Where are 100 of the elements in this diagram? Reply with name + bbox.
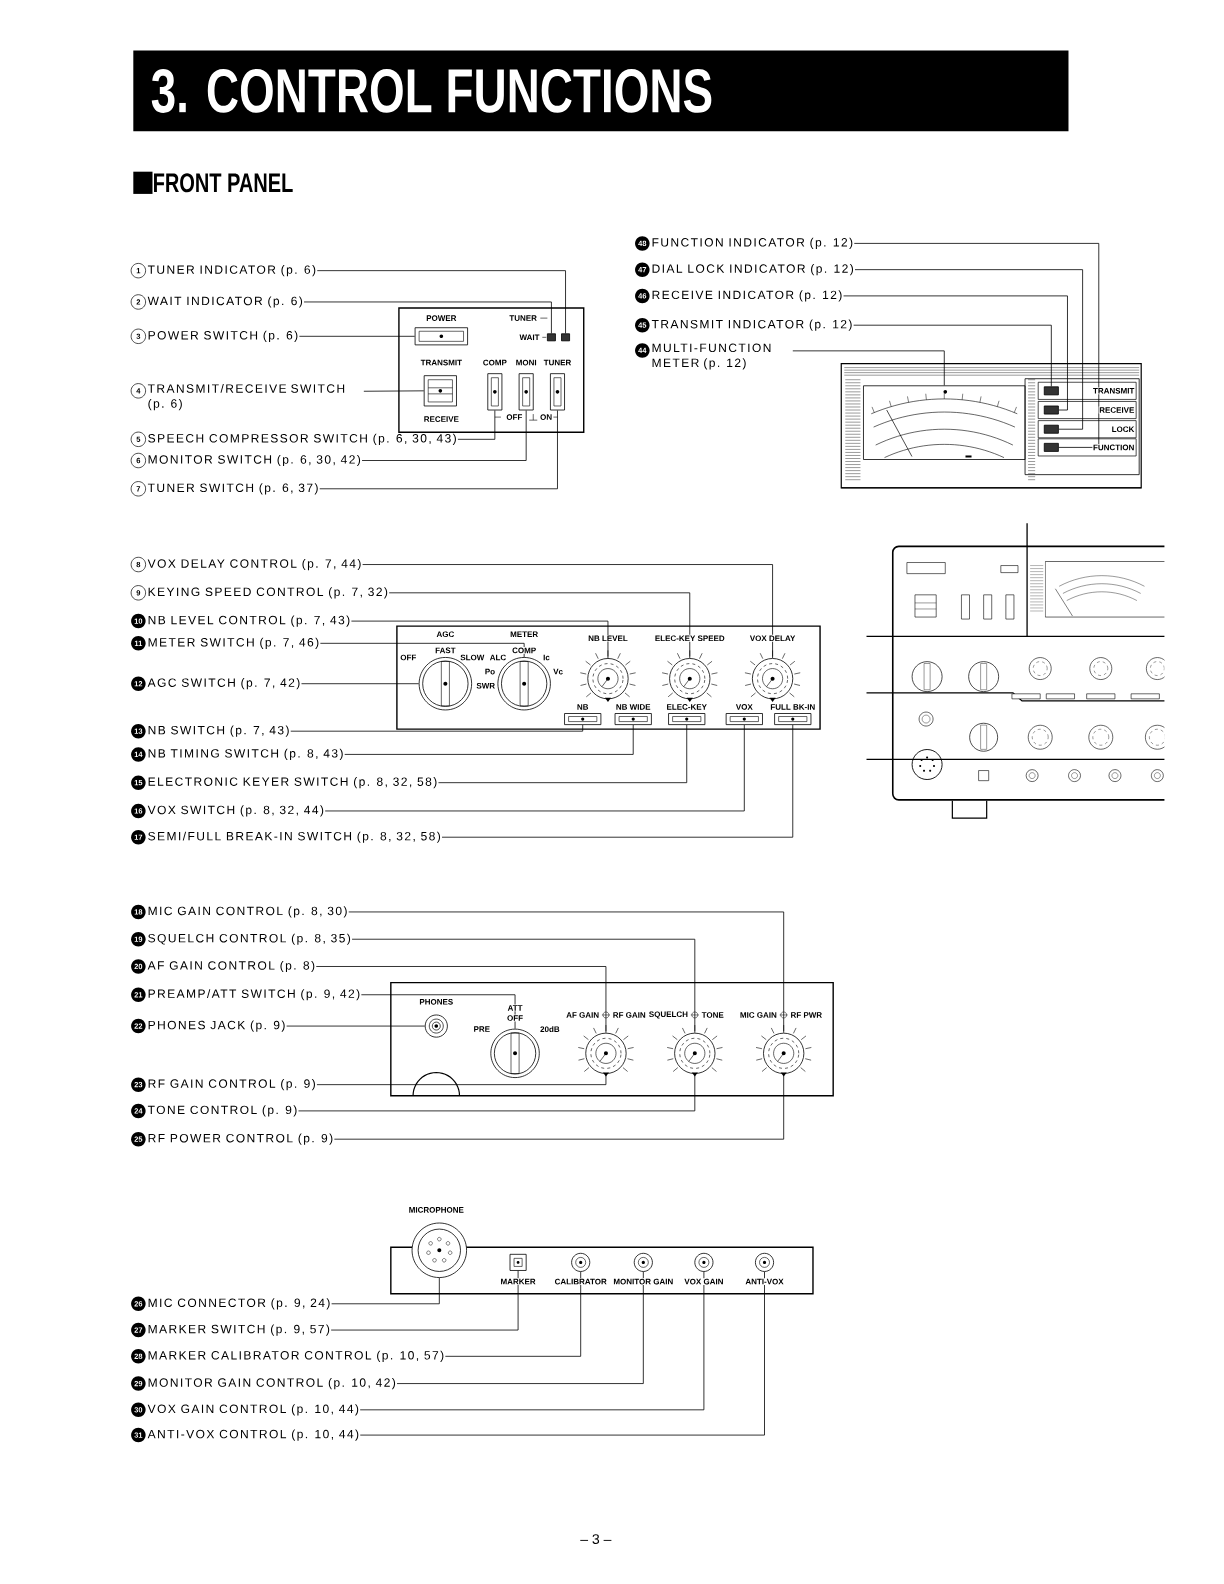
leader-line <box>843 295 1068 411</box>
callout-label: VOX GAIN CONTROL (p. 10, 44) <box>147 1404 359 1416</box>
panel-label: MARKER <box>499 1278 537 1285</box>
leader-line <box>298 335 416 337</box>
callout-label: PHONES JACK (p. 9) <box>148 1020 285 1032</box>
panel-label: MONI <box>515 359 538 366</box>
callout-label: DIAL LOCK INDICATOR (p. 12) <box>652 264 854 276</box>
callout-label: POWER SWITCH (p. 6) <box>148 330 298 342</box>
panel-label: TRANSMIT <box>1092 387 1135 395</box>
callout-label: MARKER CALIBRATOR CONTROL (p. 10, 57) <box>148 1350 444 1362</box>
callout-label: AF GAIN CONTROL (p. 8) <box>147 960 315 973</box>
panel-label: LOCK <box>1111 425 1135 433</box>
control-knob <box>580 650 636 702</box>
leader-line <box>792 350 945 386</box>
panel-label: TRANSMIT <box>420 359 463 366</box>
callout-label: TRANSMIT/RECEIVE SWITCH (p. 6) <box>147 383 345 411</box>
panel-label: ELEC-KEY SPEED <box>654 634 726 642</box>
panel-label: COMP <box>511 646 537 654</box>
callout-label: ANTI-VOX CONTROL (p. 10, 44) <box>147 1429 359 1441</box>
panel-label: FULL BK-IN <box>769 703 816 711</box>
leader-line <box>316 270 566 334</box>
indicator-lamp <box>1043 405 1059 415</box>
indicator-lamp <box>1043 386 1059 396</box>
leader-line <box>301 683 420 685</box>
leader-line <box>319 642 525 658</box>
leader-line <box>361 410 527 461</box>
slide-switch <box>518 373 534 411</box>
leader-line <box>315 966 607 1034</box>
leader-line <box>319 410 558 490</box>
push-switch <box>614 713 652 725</box>
leader-line <box>324 724 745 812</box>
indicator-lamp <box>1043 442 1059 452</box>
leader-line <box>330 1270 519 1331</box>
callout-label: MONITOR GAIN CONTROL (p. 10, 42) <box>148 1378 396 1390</box>
leader-line <box>333 1073 785 1140</box>
push-switch <box>564 713 602 725</box>
panel-label: TUNER <box>508 314 538 322</box>
control-knob <box>744 650 801 702</box>
rotary-switch <box>490 1028 540 1078</box>
power-switch <box>414 327 468 346</box>
indicator-lamp <box>547 333 556 342</box>
callout-label: RECEIVE INDICATOR (p. 12) <box>652 290 842 302</box>
panel-label: VOX <box>735 703 754 711</box>
panel-label: RF GAIN <box>612 1011 647 1019</box>
leader-line <box>359 1271 765 1436</box>
callout-label: AGC SWITCH (p. 7, 42) <box>147 678 300 690</box>
callout-label: ELECTRONIC KEYER SWITCH (p. 8, 32, 58) <box>148 777 437 789</box>
callout-label: MULTI-FUNCTION METER (p. 12) <box>652 343 771 370</box>
leader-line <box>298 1073 696 1112</box>
callout-label: MARKER SWITCH (p. 9, 57) <box>148 1324 330 1336</box>
callout-label: SEMI/FULL BREAK-IN SWITCH (p. 8, 32, 58) <box>148 831 441 843</box>
push-switch <box>509 1253 527 1271</box>
callout-label: KEYING SPEED CONTROL (p. 7, 32) <box>148 587 388 599</box>
leader-line <box>286 1025 426 1027</box>
small-knob <box>633 1252 653 1272</box>
callout-label: METER SWITCH (p. 7, 46) <box>148 637 319 649</box>
panel-label: CALIBRATOR <box>554 1278 608 1285</box>
callout-label: FUNCTION INDICATOR (p. 12) <box>652 237 853 249</box>
leader-line <box>344 724 634 755</box>
callout-label: RF POWER CONTROL (p. 9) <box>148 1133 333 1145</box>
panel-label: VOX GAIN <box>683 1278 725 1285</box>
callout-label: VOX SWITCH (p. 8, 32, 44) <box>147 805 324 817</box>
panel-label: ELEC-KEY <box>665 703 708 711</box>
callout-label: TRANSMIT INDICATOR (p. 12) <box>651 319 852 331</box>
page-number: – 3 – <box>580 1534 612 1545</box>
push-switch <box>725 713 763 725</box>
panel-label: 20dB <box>539 1025 561 1033</box>
panel-label: PRE <box>472 1025 491 1033</box>
leader-line <box>441 724 794 838</box>
leader-line <box>444 1271 582 1357</box>
small-knob <box>571 1252 591 1272</box>
leader-line <box>316 1073 607 1086</box>
callout-label: MIC GAIN CONTROL (p. 8, 30) <box>148 906 347 918</box>
panel-label: AF GAIN <box>565 1011 600 1019</box>
panel-label: MIC GAIN <box>739 1011 778 1019</box>
callout-label: SPEECH COMPRESSOR SWITCH (p. 6, 30, 43) <box>148 433 456 445</box>
panel-label: SWR <box>475 682 496 690</box>
indicator-lamp <box>561 333 570 342</box>
panel-label: RF PWR <box>789 1011 823 1019</box>
panel-label: ATT <box>506 1004 524 1012</box>
leader-line <box>360 994 516 1030</box>
leader-line <box>351 938 696 1034</box>
callout-label: RF GAIN CONTROL (p. 9) <box>148 1079 315 1091</box>
callout-label: NB LEVEL CONTROL (p. 7, 43) <box>148 615 350 627</box>
panel-label: MICROPHONE <box>408 1206 465 1214</box>
leader-line <box>303 301 552 334</box>
panel-label: TONE <box>701 1011 725 1019</box>
panel-label: FUNCTION <box>1092 443 1135 451</box>
callout-label: PREAMP/ATT SWITCH (p. 9, 42) <box>148 989 360 1001</box>
control-knob <box>661 650 718 702</box>
panel-label: Ic <box>542 654 551 661</box>
section-heading: FRONT PANEL <box>133 171 293 194</box>
leader-line <box>396 1271 644 1384</box>
callout-label: TONE CONTROL (p. 9) <box>147 1105 297 1117</box>
callout-label: TUNER INDICATOR (p. 6) <box>147 265 316 277</box>
panel-label: TUNER <box>543 359 572 366</box>
indicator-lamp <box>1043 424 1059 434</box>
panel-label: MONITOR GAIN <box>612 1278 674 1285</box>
leader-line <box>331 1277 440 1305</box>
leader-line <box>457 410 496 440</box>
